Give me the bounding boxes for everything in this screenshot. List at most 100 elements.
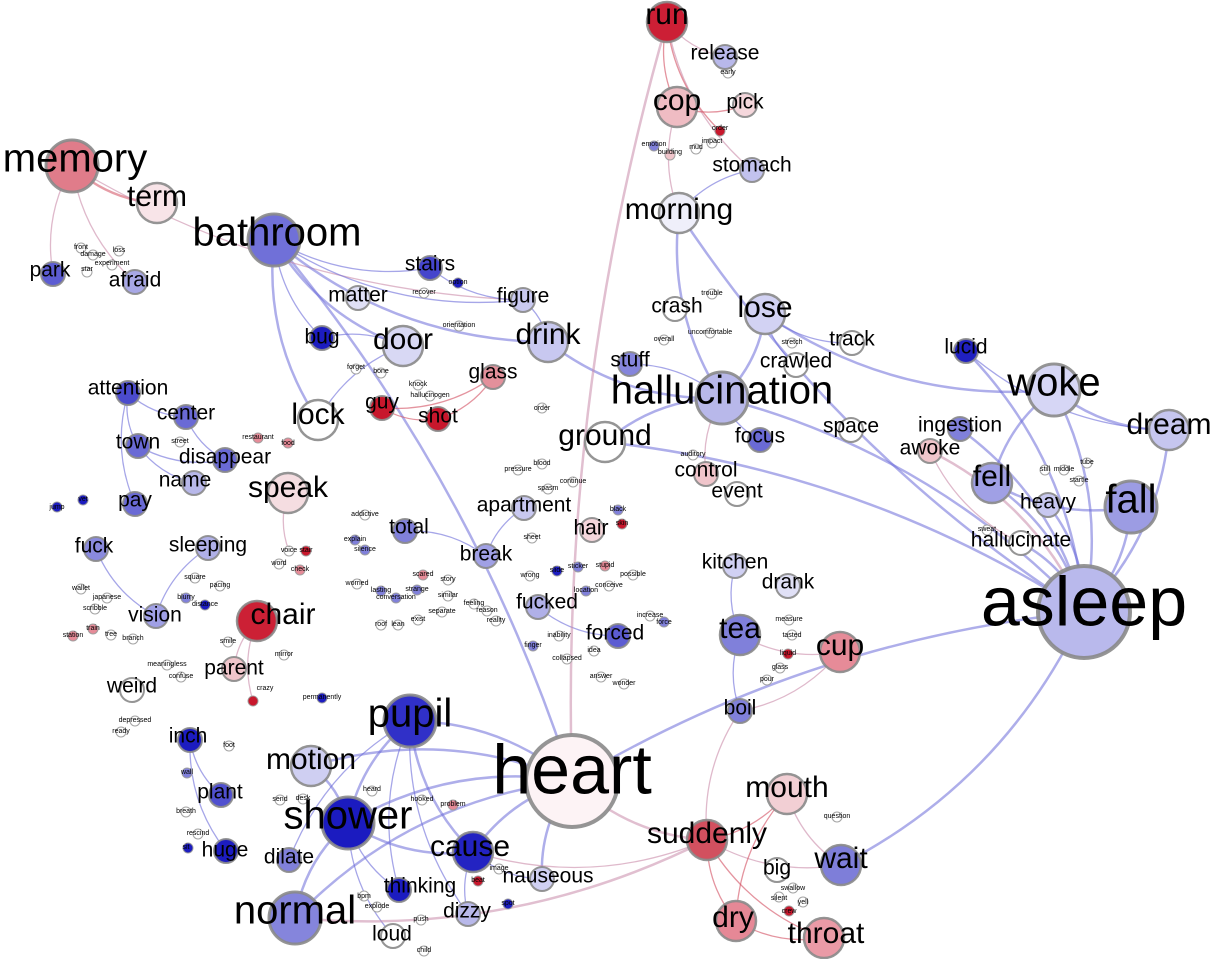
node-silence[interactable] [359,544,371,556]
node-beat[interactable] [472,875,484,887]
node-worried[interactable] [351,578,363,590]
node-square[interactable] [189,572,201,584]
node-boil[interactable] [727,698,753,724]
node-stomach[interactable] [739,157,765,183]
node-vision[interactable] [143,603,169,629]
node-attention[interactable] [115,380,141,406]
node-wait[interactable] [819,843,863,887]
node-mouth[interactable] [765,772,809,816]
node-star[interactable] [81,266,93,278]
node-center[interactable] [173,404,199,430]
node-bathroom[interactable] [246,212,302,268]
node-hair[interactable] [579,517,605,543]
node-black[interactable] [612,504,624,516]
node-sweat[interactable] [981,524,993,536]
node-park[interactable] [40,261,66,287]
node-blood[interactable] [536,458,548,470]
node-stuff[interactable] [617,351,643,377]
node-throat[interactable] [802,916,846,959]
node-push[interactable] [415,914,427,926]
node-permanently[interactable] [316,692,328,704]
node-event[interactable] [724,481,750,507]
node-awoke[interactable] [917,438,943,464]
node-sheet[interactable] [526,532,538,544]
node-meaningless[interactable] [161,659,173,671]
node-town[interactable] [125,433,151,459]
node-orientation[interactable] [453,320,465,332]
node-confuse[interactable] [175,671,187,683]
node-chair[interactable] [235,599,279,643]
node-problem[interactable] [447,799,459,811]
node-foot[interactable] [223,740,235,752]
node-dilate[interactable] [276,847,302,873]
node-matter[interactable] [345,285,371,311]
node-disappear[interactable] [212,447,238,473]
node-big[interactable] [764,857,790,883]
node-fell[interactable] [970,461,1014,505]
node-restaurant[interactable] [252,432,264,444]
node-control[interactable] [693,461,719,487]
node-memory[interactable] [44,138,100,194]
node-wonder[interactable] [618,678,630,690]
node-damage[interactable] [87,249,99,261]
node-forced[interactable] [605,623,631,649]
node-hallucination[interactable] [694,370,750,426]
node-mud[interactable] [690,143,702,155]
node-knock[interactable] [412,379,424,391]
node-check[interactable] [294,564,306,576]
node-crash[interactable] [662,296,688,322]
node-morning[interactable] [657,191,701,235]
node-street[interactable] [174,436,186,448]
node-hooked[interactable] [416,794,428,806]
node-option[interactable] [452,277,464,289]
node-pupil[interactable] [382,693,438,749]
node-startle[interactable] [1073,475,1085,487]
node-story[interactable] [442,574,454,586]
node-stupid[interactable] [599,560,611,572]
node-afraid[interactable] [122,269,148,295]
node-reality[interactable] [490,615,502,627]
node-stair[interactable] [300,545,312,557]
node-location[interactable] [580,585,592,597]
node-pick[interactable] [732,92,758,118]
node-idea[interactable] [588,645,600,657]
node-heart[interactable] [524,733,620,829]
node-finger[interactable] [527,640,539,652]
node-kitchen[interactable] [722,553,748,579]
node-bug[interactable] [309,325,335,351]
node-recover[interactable] [418,287,430,299]
node-drank[interactable] [775,573,801,599]
node-tree[interactable] [105,629,117,641]
node-loss[interactable] [113,245,125,257]
node-cup[interactable] [818,630,862,674]
node-lose[interactable] [743,292,787,336]
node-auditory[interactable] [687,449,699,461]
node-shot[interactable] [425,406,451,432]
node-wrong[interactable] [524,570,536,582]
node-bpm[interactable] [358,890,370,902]
node-impact[interactable] [706,137,718,149]
node-trouble[interactable] [706,288,718,300]
node-conceive[interactable] [603,580,615,592]
node-term[interactable] [135,181,179,225]
node-possible[interactable] [627,569,639,581]
node-order[interactable] [714,125,726,137]
node-pay[interactable] [122,491,148,517]
node-crazy[interactable] [247,695,259,707]
node-image[interactable] [493,863,505,875]
node-glass2[interactable] [774,662,786,674]
node-jump[interactable] [51,501,63,513]
node-lucid[interactable] [953,338,979,364]
node-sticker[interactable] [572,561,584,573]
node-japanese[interactable] [101,592,113,604]
node-tasted[interactable] [786,629,798,641]
node-weird[interactable] [119,677,145,703]
node-experiment[interactable] [106,259,118,271]
node-skin[interactable] [616,518,628,530]
node-explain[interactable] [349,534,361,546]
node-force[interactable] [658,616,670,628]
node-space[interactable] [838,417,864,443]
node-distance[interactable] [199,599,211,611]
node-sleeping[interactable] [195,535,221,561]
node-tube[interactable] [1081,457,1093,469]
